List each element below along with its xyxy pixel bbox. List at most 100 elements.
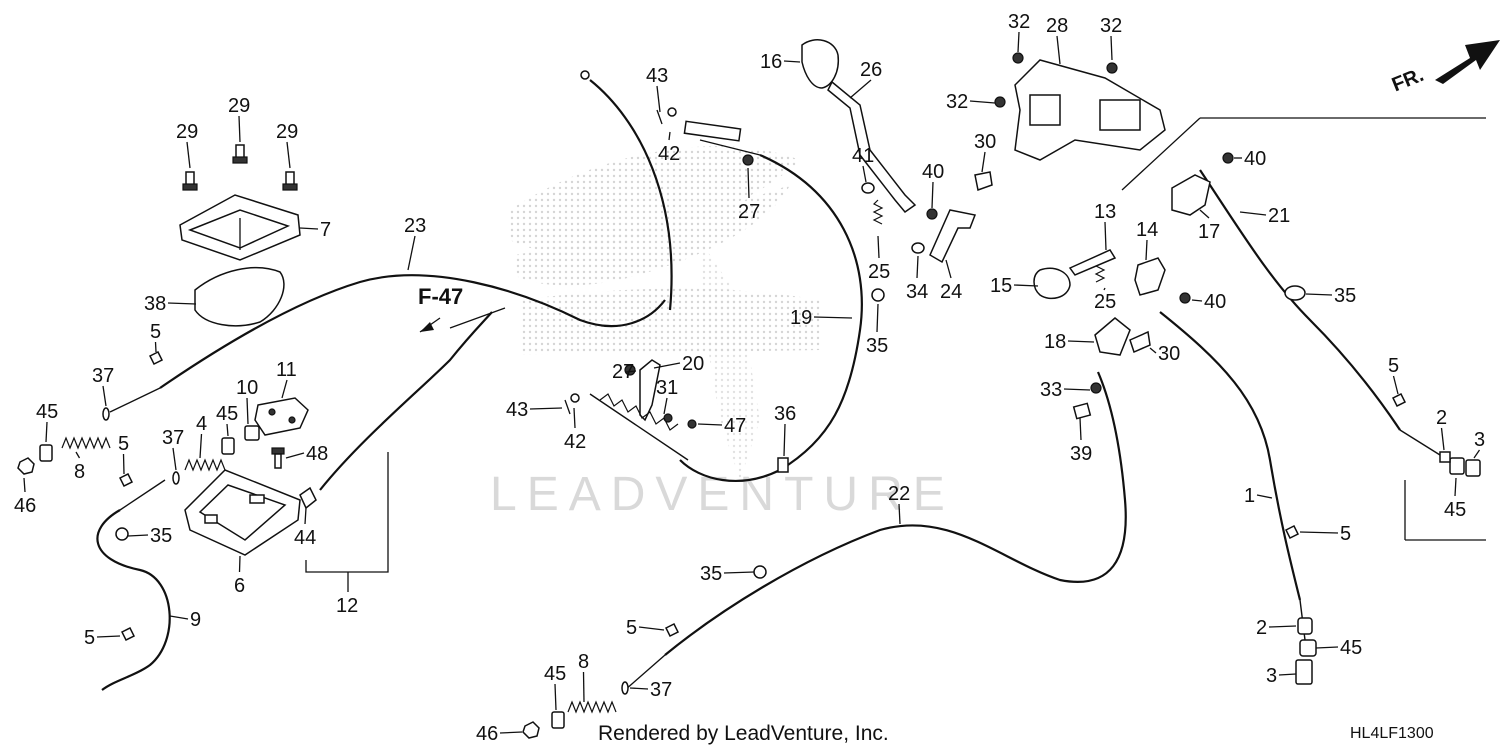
callout-19: 19	[790, 307, 812, 329]
part-knob-16	[801, 39, 840, 89]
leader-line	[226, 423, 229, 437]
callout-25: 25	[1094, 291, 1116, 313]
callout-7: 7	[320, 219, 331, 241]
cable-12	[319, 311, 493, 491]
leader-line	[1103, 287, 1106, 291]
cable-9	[96, 479, 171, 691]
leader-line	[783, 423, 786, 457]
callout-45: 45	[1444, 499, 1466, 521]
callout-35: 35	[700, 563, 722, 585]
callout-32: 32	[946, 91, 968, 113]
leader-line	[281, 379, 288, 399]
callout-27: 27	[738, 201, 760, 223]
callout-5: 5	[150, 321, 161, 343]
leader-line	[285, 452, 305, 459]
leader-line	[23, 477, 26, 493]
leader-line	[1278, 673, 1297, 676]
leader-line	[849, 79, 872, 99]
part-knob-15	[1033, 267, 1071, 300]
part-bolts-29	[182, 144, 298, 191]
callout-28: 28	[1046, 15, 1068, 37]
part-washers-37	[102, 407, 629, 695]
part-lever-26	[827, 80, 917, 214]
leader-line	[969, 100, 996, 104]
leader-line	[154, 341, 157, 353]
leader-line	[1315, 646, 1339, 649]
part-pin-10	[244, 425, 260, 441]
callout-20: 20	[682, 353, 704, 375]
leader-line	[582, 671, 585, 703]
callout-35: 35	[866, 335, 888, 357]
leader-line	[122, 453, 125, 475]
inset-frame	[1121, 117, 1486, 541]
part-block-11	[254, 397, 309, 436]
leader-line	[1063, 388, 1091, 391]
forward-arrow-icon: FR.	[1389, 40, 1500, 96]
part-bracket-24	[929, 209, 977, 264]
callout-3: 3	[1474, 429, 1485, 451]
leader-line	[238, 115, 241, 143]
leader-line	[668, 131, 671, 141]
callout-30: 30	[974, 131, 996, 153]
part-33-39	[1072, 382, 1102, 420]
callout-35: 35	[150, 525, 172, 547]
leader-line	[783, 60, 801, 63]
cable-22	[624, 371, 1127, 691]
leader-line	[499, 731, 523, 734]
cable-1	[1159, 311, 1306, 641]
part-housing-6	[184, 469, 301, 556]
callout-45: 45	[1340, 637, 1362, 659]
callout-38: 38	[144, 293, 166, 315]
leader-line	[554, 683, 557, 711]
callout-3: 3	[1266, 665, 1277, 687]
leader-line	[723, 571, 755, 574]
leader-line	[1392, 375, 1399, 395]
leader-line	[186, 141, 191, 169]
callout-13: 13	[1094, 201, 1116, 223]
part-cover-7	[179, 194, 301, 261]
callout-6: 6	[234, 575, 245, 597]
callout-5: 5	[84, 627, 95, 649]
leader-line	[1110, 35, 1113, 61]
callout-26: 26	[860, 59, 882, 81]
cable-upper-center	[580, 70, 673, 311]
leader-line	[916, 255, 919, 279]
leader-line	[813, 316, 853, 319]
leader-line	[945, 259, 952, 279]
leader-line	[167, 302, 197, 305]
leader-line	[1299, 531, 1339, 534]
cable-19	[679, 139, 863, 482]
watermark-text: LEADVENTURE	[490, 468, 955, 521]
callout-2: 2	[1256, 617, 1267, 639]
leader-line	[1149, 347, 1157, 354]
callout-30: 30	[1158, 343, 1180, 365]
callout-32: 32	[1008, 11, 1030, 33]
leader-line	[529, 407, 563, 410]
callout-9: 9	[190, 609, 201, 631]
part-fasteners	[564, 107, 789, 473]
leader-line	[663, 397, 668, 415]
callout-5: 5	[1388, 355, 1399, 377]
callout-37: 37	[92, 365, 114, 387]
callout-23: 23	[404, 215, 426, 237]
callout-40: 40	[1244, 148, 1266, 170]
part-spring-8-left	[61, 436, 111, 450]
callout-33: 33	[1040, 379, 1062, 401]
part-2-3-right	[1295, 451, 1481, 685]
callout-43: 43	[506, 399, 528, 421]
callout-16: 16	[760, 51, 782, 73]
callout-14: 14	[1136, 219, 1158, 241]
part-lever-13	[1068, 249, 1117, 276]
bracket-12	[305, 452, 389, 573]
cable-21	[1199, 169, 1441, 456]
callout-21: 21	[1268, 205, 1290, 227]
leader-line	[1104, 221, 1107, 251]
callout-45: 45	[36, 401, 58, 423]
leader-line	[862, 165, 867, 183]
callout-8: 8	[74, 461, 85, 483]
callout-5: 5	[118, 433, 129, 455]
part-bracket-17	[1171, 174, 1211, 216]
part-cable-ends	[589, 120, 742, 461]
callout-43: 43	[646, 65, 668, 87]
part-plate-28	[1014, 59, 1166, 161]
